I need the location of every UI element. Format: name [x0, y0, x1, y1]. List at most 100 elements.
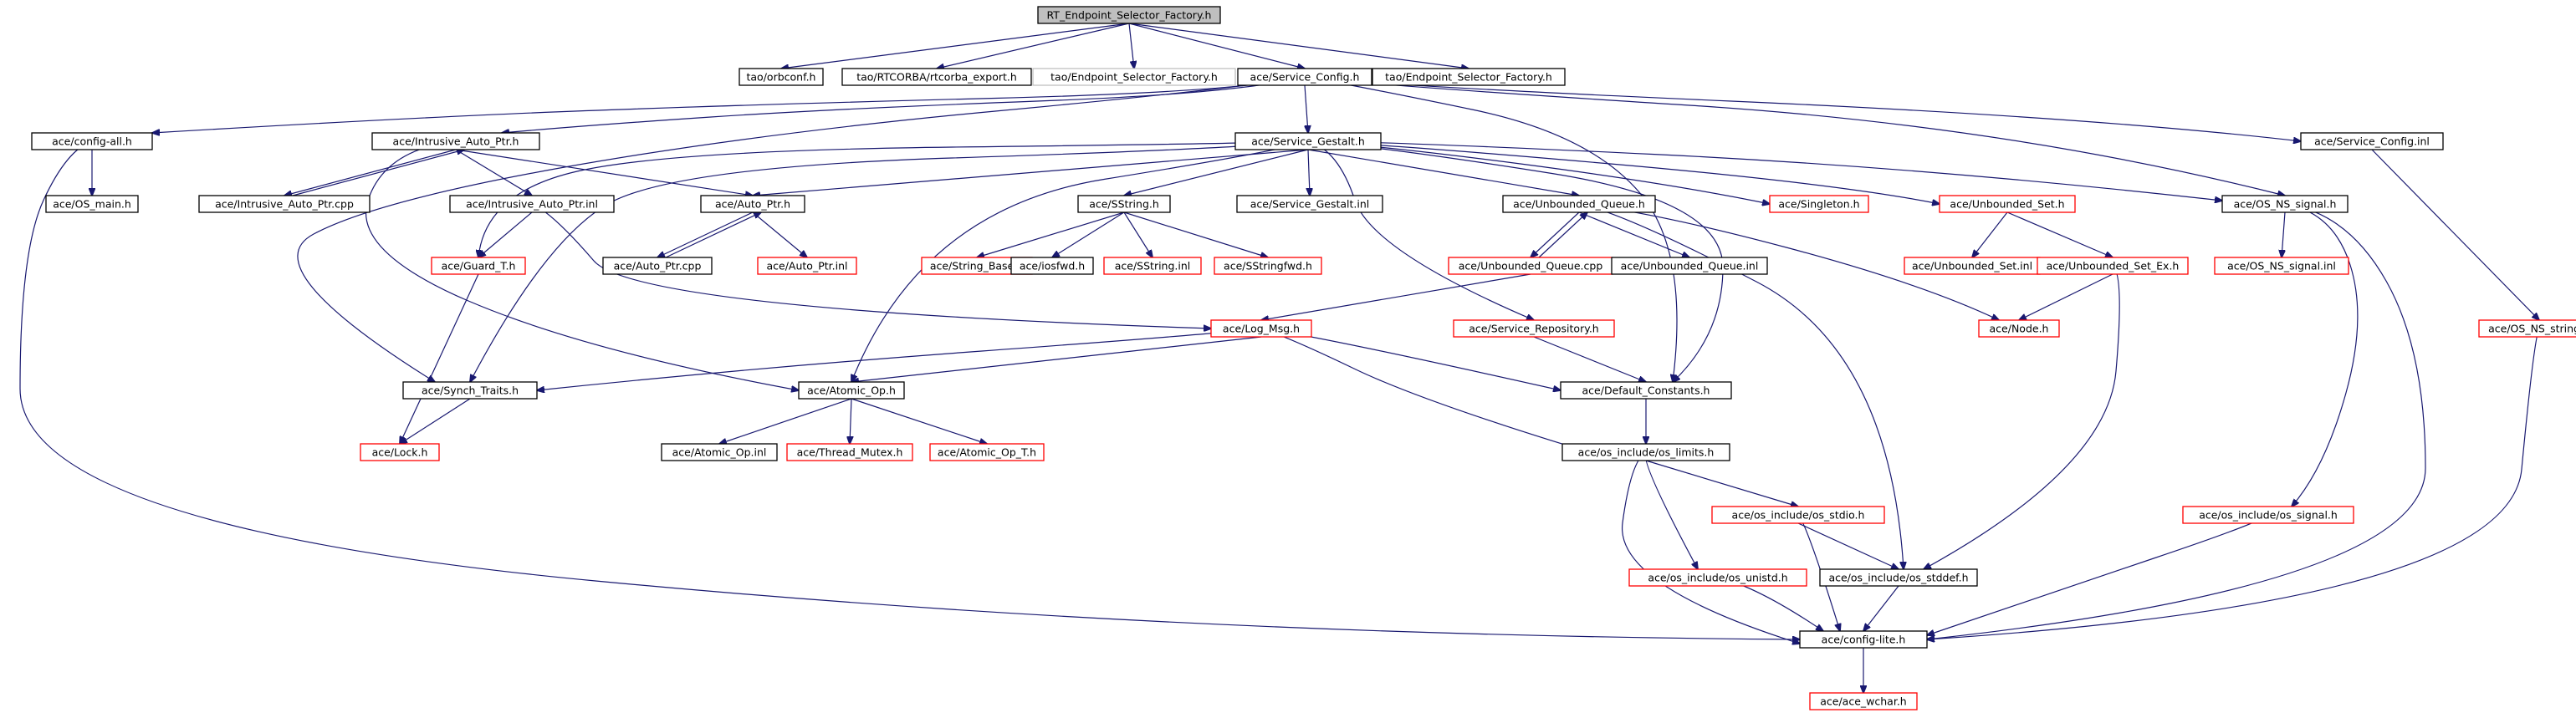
node-lock_h[interactable]: ace/Lock.h	[360, 443, 440, 461]
node-atomic_op_t[interactable]: ace/Atomic_Op_T.h	[929, 443, 1045, 461]
node-unbounded_queue_h[interactable]: ace/Unbounded_Queue.h	[1502, 195, 1656, 213]
node-box	[2300, 132, 2444, 150]
node-service_gestalt_h[interactable]: ace/Service_Gestalt.h	[1234, 132, 1382, 150]
edge-line	[297, 76, 1306, 382]
node-atomic_op_h[interactable]: ace/Atomic_Op.h	[798, 381, 905, 400]
edge-line	[2006, 211, 2113, 257]
node-unbounded_set_ex[interactable]: ace/Unbounded_Set_Ex.h	[2037, 257, 2189, 275]
node-rtcorba_export[interactable]: tao/RTCORBA/rtcorba_export.h	[841, 68, 1032, 86]
node-box	[1809, 692, 1918, 710]
node-default_constants[interactable]: ace/Default_Constants.h	[1560, 381, 1732, 400]
node-sstringfwd[interactable]: ace/SStringfwd.h	[1214, 257, 1322, 275]
node-os_stdio[interactable]: ace/os_include/os_stdio.h	[1711, 506, 1885, 524]
edge-sstring_h-to-sstring_inl	[1123, 211, 1153, 257]
node-ace_wchar[interactable]: ace/ace_wchar.h	[1809, 692, 1918, 710]
edge-line	[1128, 23, 1469, 69]
node-box	[1819, 568, 1978, 587]
node-box	[1236, 195, 1383, 213]
edge-line	[781, 23, 1130, 69]
node-tao_esf[interactable]: tao/Endpoint_Selector_Factory.h	[1372, 68, 1566, 86]
node-unbounded_set_h[interactable]: ace/Unbounded_Set.h	[1939, 195, 2076, 213]
edge-line	[478, 140, 1309, 257]
node-unbounded_queue_cpp[interactable]: ace/Unbounded_Queue.cpp	[1448, 257, 1613, 275]
node-config_lite[interactable]: ace/config-lite.h	[1799, 630, 1928, 649]
node-os_unistd[interactable]: ace/os_include/os_unistd.h	[1628, 568, 1807, 587]
edge-unbounded_queue_cpp-to-log_msg	[1261, 273, 1531, 320]
edge-line	[1645, 460, 1798, 507]
node-guard_t[interactable]: ace/Guard_T.h	[431, 257, 526, 275]
edge-line	[665, 212, 761, 258]
node-node_h[interactable]: ace/Node.h	[1978, 319, 2060, 338]
edge-log_msg-to-atomic_op_h	[851, 336, 1262, 382]
node-os_ns_string[interactable]: ace/OS_NS_string.h	[2478, 319, 2576, 338]
edge-line	[1644, 451, 1698, 569]
node-os_ns_signal_inl[interactable]: ace/OS_NS_signal.inl	[2214, 257, 2349, 275]
edge-os_stdio-to-os_stddef	[1797, 522, 1899, 569]
edge-line	[2371, 149, 2539, 320]
node-label: ace/Service_Gestalt.h	[1251, 135, 1365, 148]
node-thread_mutex[interactable]: ace/Thread_Mutex.h	[786, 443, 913, 461]
node-orbconf[interactable]: tao/orbconf.h	[739, 68, 824, 86]
edge-os_stddef-to-config_lite	[1863, 585, 1899, 631]
node-service_gestalt_inl[interactable]: ace/Service_Gestalt.inl	[1236, 195, 1383, 213]
edge-line	[937, 23, 1130, 69]
edge-service_gestalt_h-to-unbounded_queue_h	[1307, 149, 1579, 196]
node-os_main[interactable]: ace/OS_main.h	[45, 195, 139, 213]
node-auto_ptr_cpp[interactable]: ace/Auto_Ptr.cpp	[602, 257, 713, 275]
edge-line	[1123, 211, 1153, 257]
node-box	[1214, 257, 1322, 275]
node-intrusive_ptr_inl[interactable]: ace/Intrusive_Auto_Ptr.inl	[449, 195, 615, 213]
node-intrusive_ptr_cpp[interactable]: ace/Intrusive_Auto_Ptr.cpp	[198, 195, 371, 213]
node-sstring_h[interactable]: ace/SString.h	[1077, 195, 1171, 213]
node-os_signal[interactable]: ace/os_include/os_signal.h	[2182, 506, 2354, 524]
node-config_all[interactable]: ace/config-all.h	[31, 132, 153, 150]
node-os_ns_signal_h[interactable]: ace/OS_NS_signal.h	[2221, 195, 2349, 213]
node-label: ace/Unbounded_Queue.h	[1513, 198, 1645, 211]
node-label: ace/Intrusive_Auto_Ptr.h	[393, 135, 519, 148]
node-log_msg[interactable]: ace/Log_Msg.h	[1210, 319, 1312, 338]
edge-unbounded_queue_h-to-unbounded_queue_cpp	[1531, 211, 1580, 257]
node-box	[1037, 6, 1221, 24]
node-service_config_h[interactable]: ace/Service_Config.h	[1237, 68, 1372, 86]
node-string_base[interactable]: ace/String_Base.h	[921, 257, 1033, 275]
node-os_stddef[interactable]: ace/os_include/os_stddef.h	[1819, 568, 1978, 587]
node-box	[198, 195, 371, 213]
node-auto_ptr_h[interactable]: ace/Auto_Ptr.h	[700, 195, 805, 213]
node-auto_ptr_inl[interactable]: ace/Auto_Ptr.inl	[757, 257, 857, 275]
edge-service_config_h-to-intrusive_ptr_h	[502, 76, 1306, 133]
node-box	[1769, 195, 1869, 213]
node-iosfwd[interactable]: ace/iosfwd.h	[1010, 257, 1094, 275]
node-sstring_inl[interactable]: ace/SString.inl	[1103, 257, 1202, 275]
node-unbounded_queue_inl[interactable]: ace/Unbounded_Queue.inl	[1611, 257, 1768, 275]
edge-root-to-orbconf	[781, 23, 1130, 69]
node-label: ace/config-all.h	[52, 135, 132, 148]
edge-atomic_op_h-to-atomic_op_t	[851, 398, 987, 444]
node-atomic_op_inl[interactable]: ace/Atomic_Op.inl	[661, 443, 778, 461]
node-box	[786, 443, 913, 461]
node-label: ace/OS_NS_signal.inl	[2227, 260, 2336, 272]
edge-line	[1797, 522, 1899, 569]
node-unbounded_set_inl[interactable]: ace/Unbounded_Set.inl	[1904, 257, 2041, 275]
node-synch_traits[interactable]: ace/Synch_Traits.h	[402, 381, 538, 400]
edge-os_limits-to-os_unistd	[1644, 451, 1698, 569]
edge-line	[400, 398, 471, 444]
edge-service_gestalt_h-to-sstring_h	[1124, 149, 1309, 196]
edge-line	[1304, 76, 2285, 196]
node-label: ace/OS_main.h	[53, 198, 131, 211]
edge-line	[1578, 203, 1904, 569]
edge-line	[1260, 328, 1589, 452]
edge-line	[977, 211, 1125, 257]
node-singleton_h[interactable]: ace/Singleton.h	[1769, 195, 1869, 213]
edge-root-to-tao_esf_hidden	[1128, 23, 1134, 69]
edge-root-to-rtcorba_export	[937, 23, 1130, 69]
node-os_limits[interactable]: ace/os_include/os_limits.h	[1561, 443, 1730, 461]
node-intrusive_ptr_h[interactable]: ace/Intrusive_Auto_Ptr.h	[371, 132, 540, 150]
edge-line	[1128, 23, 1305, 69]
node-box	[45, 195, 139, 213]
node-service_repository[interactable]: ace/Service_Repository.h	[1453, 319, 1615, 338]
node-service_config_inl[interactable]: ace/Service_Config.inl	[2300, 132, 2444, 150]
edge-line	[292, 150, 464, 196]
edge-line	[531, 203, 1211, 328]
edge-line	[2284, 203, 2359, 507]
edge-os_ns_signal_h-to-config_lite	[1927, 203, 2426, 639]
